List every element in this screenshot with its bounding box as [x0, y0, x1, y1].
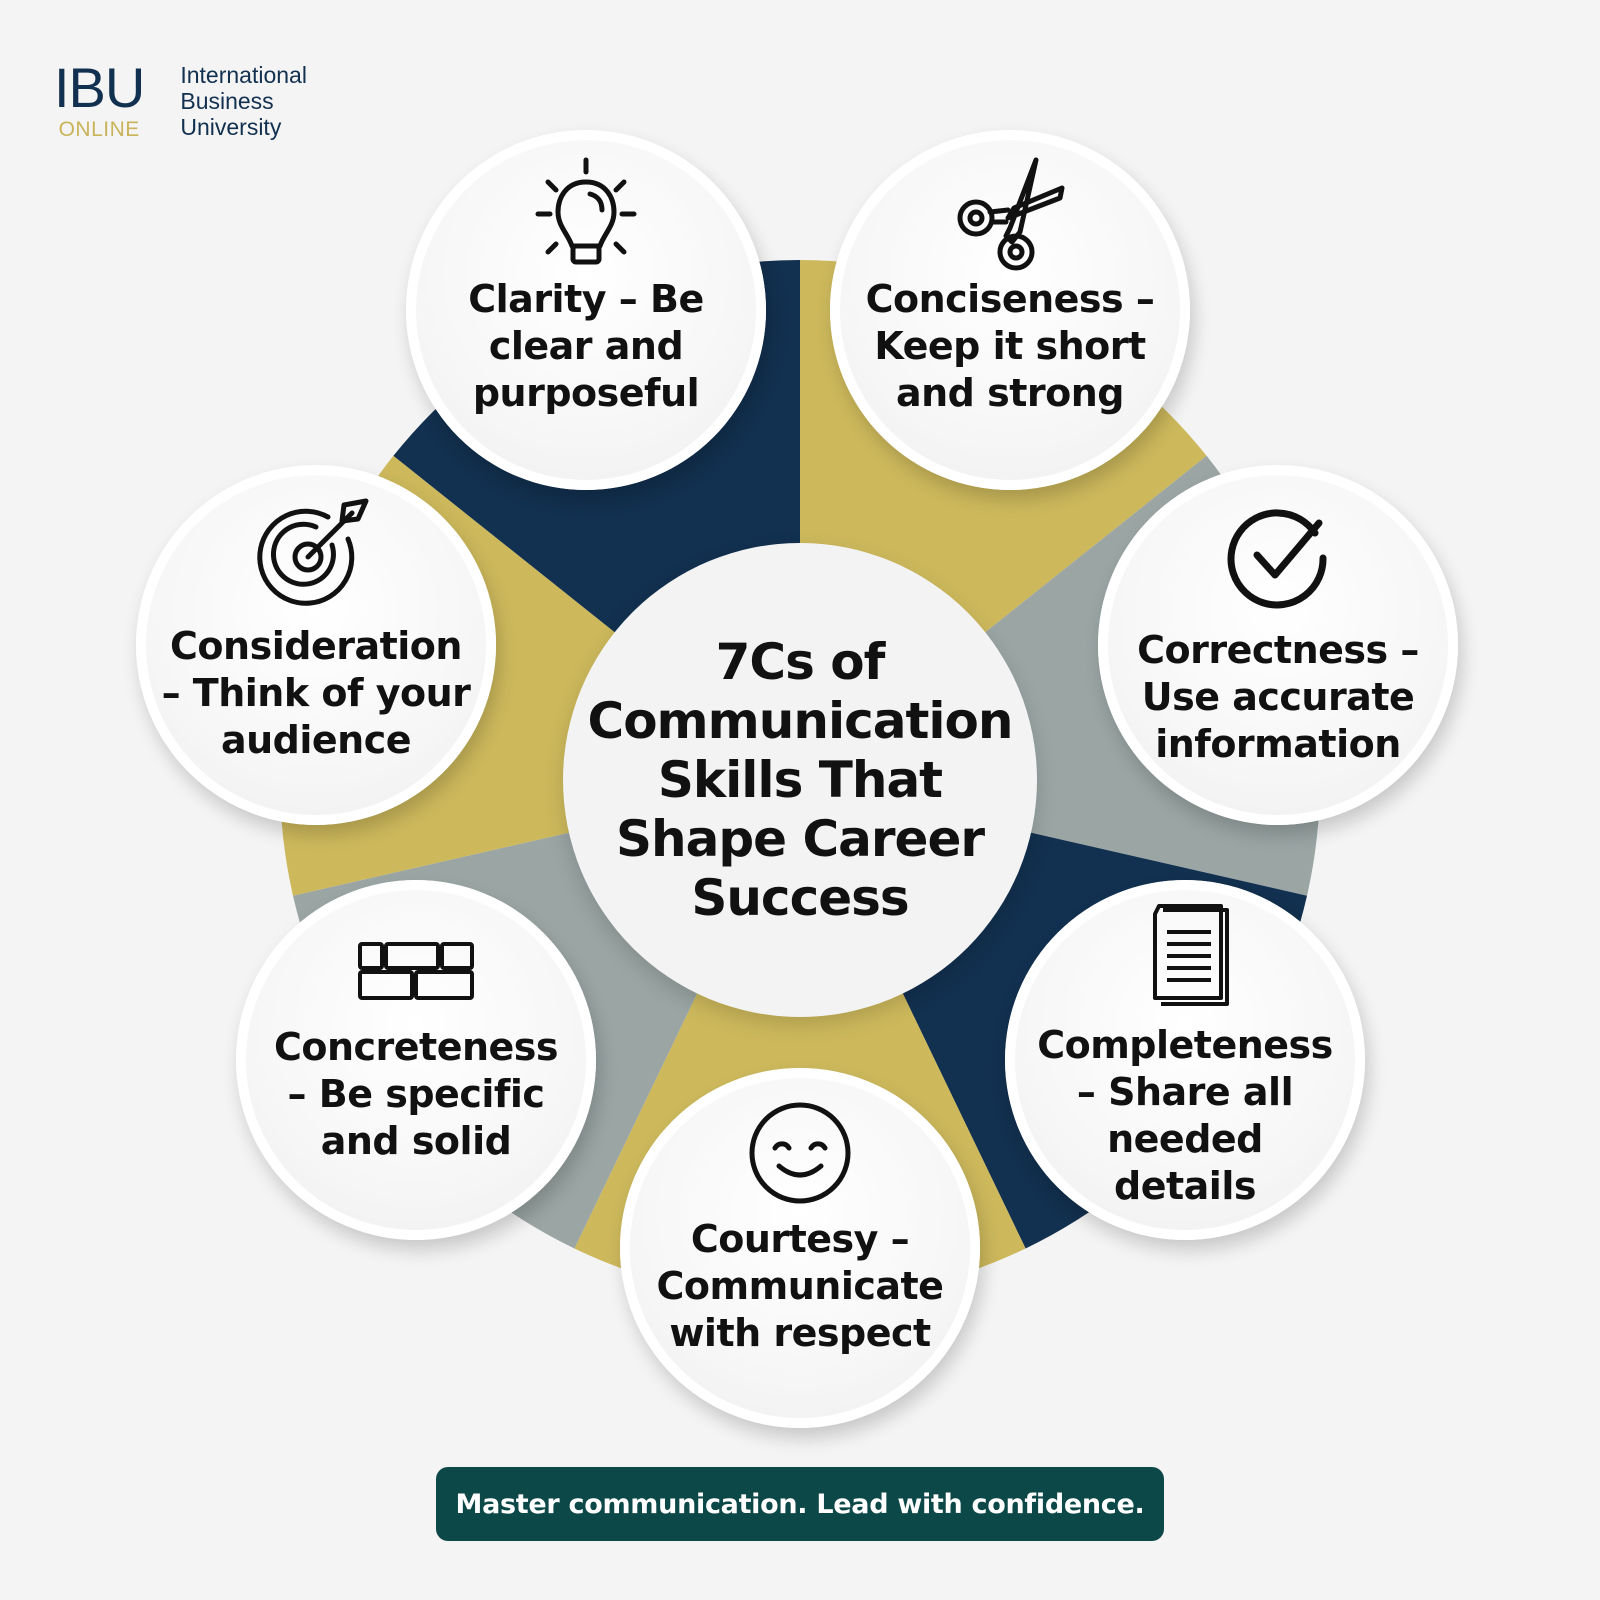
card-conciseness-label: Conciseness – Keep it short and strong	[865, 277, 1155, 415]
lightbulb-icon	[535, 157, 637, 265]
card-concreteness: Concreteness – Be specific and solid	[236, 880, 596, 1240]
logo-mark: IBU ONLINE	[54, 56, 145, 142]
logo-university-name: International Business University	[180, 62, 307, 140]
logo-online: ONLINE	[58, 118, 140, 141]
smiley-icon	[749, 1102, 851, 1204]
scissors-icon	[957, 157, 1065, 271]
logo-line-1: International	[180, 62, 307, 88]
card-concreteness-label: Concreteness – Be specific and solid	[273, 1025, 559, 1163]
card-consideration: Consideration – Think of your audience	[136, 465, 496, 825]
center-title: 7Cs of Communication Skills That Shape C…	[587, 632, 1014, 927]
target-icon	[257, 498, 369, 606]
card-consideration-label: Consideration – Think of your audience	[161, 624, 471, 762]
document-icon	[1153, 904, 1229, 1006]
card-clarity: Clarity – Be clear and purposeful	[406, 130, 766, 490]
card-conciseness: Conciseness – Keep it short and strong	[830, 130, 1190, 490]
card-courtesy-label: Courtesy – Communicate with respect	[656, 1217, 944, 1355]
checkmark-circle-icon	[1227, 509, 1327, 609]
bricks-icon	[358, 942, 474, 1000]
logo-line-2: Business	[180, 88, 274, 114]
card-courtesy: Courtesy – Communicate with respect	[620, 1068, 980, 1428]
ibu-logo: IBU ONLINE International Business Univer…	[54, 60, 307, 142]
tagline-banner: Master communication. Lead with confiden…	[436, 1467, 1164, 1541]
center-hub: 7Cs of Communication Skills That Shape C…	[563, 543, 1037, 1017]
card-correctness: Correctness – Use accurate information	[1098, 465, 1458, 825]
card-completeness-label: Completeness – Share all needed details	[1037, 1023, 1333, 1208]
card-clarity-label: Clarity – Be clear and purposeful	[468, 277, 704, 415]
card-correctness-label: Correctness – Use accurate information	[1137, 628, 1419, 766]
logo-line-3: University	[180, 114, 282, 140]
card-completeness: Completeness – Share all needed details	[1005, 880, 1365, 1240]
logo-ibu: IBU	[54, 56, 145, 119]
